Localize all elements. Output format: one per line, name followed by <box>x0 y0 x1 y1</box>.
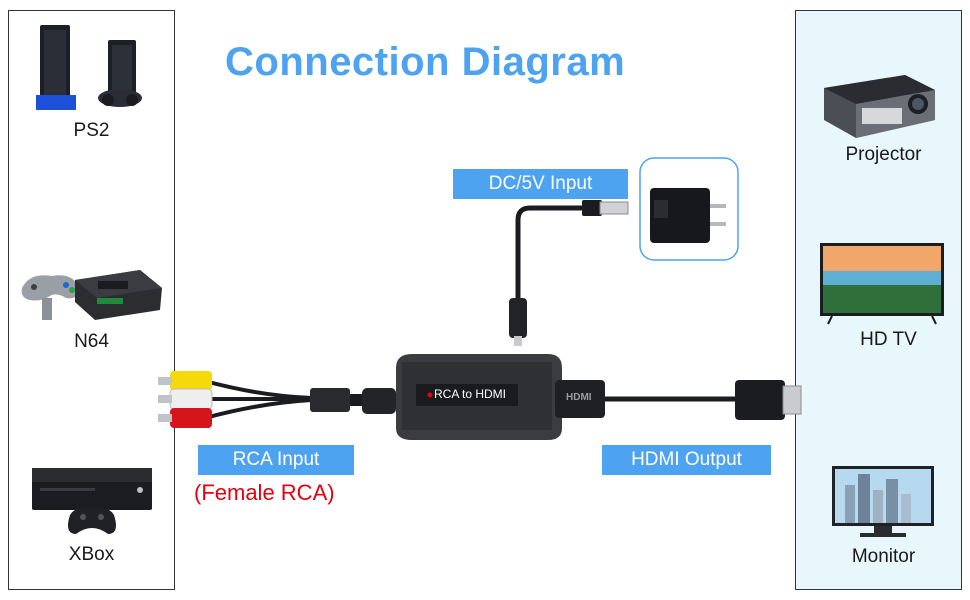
hdmi-port-plug <box>555 380 605 418</box>
hd-tv-icon <box>820 243 944 325</box>
rca-input-subtitle: (Female RCA) <box>194 480 335 505</box>
rca-white-plug <box>158 388 213 410</box>
diagram-title: Connection Diagram <box>225 40 626 84</box>
device-label-xbox: XBox <box>68 544 115 565</box>
device-label-projector: Projector <box>845 144 922 165</box>
device-label-hdtv: HD TV <box>860 329 917 350</box>
xbox-console-icon <box>32 468 152 534</box>
rca-input-tag: RCA Input <box>198 445 354 475</box>
device-label-n64: N64 <box>74 331 109 352</box>
projector-icon <box>824 75 935 138</box>
rca-red-plug <box>158 408 212 428</box>
power-input-tag: DC/5V Input <box>453 169 628 199</box>
converter-label: RCA to HDMI <box>434 387 507 401</box>
cable-splitter <box>310 388 396 414</box>
device-label-ps2: PS2 <box>73 120 110 141</box>
rca-yellow-plug <box>158 371 212 391</box>
device-label-monitor: Monitor <box>851 546 916 567</box>
hdmi-port-label: HDMI <box>566 392 592 403</box>
n64-console-icon <box>21 270 162 320</box>
power-adapter-icon <box>639 157 739 261</box>
ps2-console-icon <box>36 25 142 110</box>
usb-a-plug <box>582 200 629 216</box>
micro-usb-plug <box>509 298 527 346</box>
converter-box <box>396 354 562 440</box>
hdmi-male-plug <box>735 380 802 420</box>
hdmi-output-tag: HDMI Output <box>602 445 771 475</box>
monitor-icon <box>832 466 934 537</box>
